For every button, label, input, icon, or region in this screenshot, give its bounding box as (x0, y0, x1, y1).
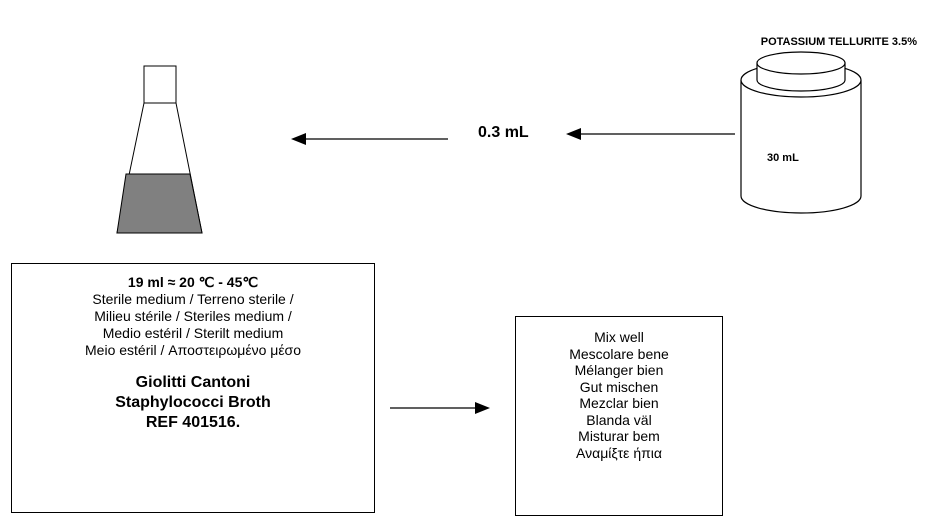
mix-instruction: Mélanger bien (574, 362, 664, 378)
transfer-volume-label: 0.3 mL (478, 124, 529, 141)
vial-icon (740, 51, 862, 214)
mix-instruction: Mix well (594, 329, 644, 345)
medium-description-line: Meio estéril / Αποστειρωμένο μέσο (85, 342, 301, 358)
mix-instruction: Αναμίξτε ήπια (576, 444, 662, 461)
medium-description-line: Sterile medium / Terreno sterile / (92, 291, 294, 307)
diagram-artwork (116, 51, 862, 414)
mix-instruction: Mescolare bene (569, 345, 669, 362)
medium-info-box: 19 ml ≈ 20 ℃ - 45℃ Sterile medium / Terr… (11, 263, 375, 513)
reagent-title: POTASSIUM TELLURITE 3.5% (760, 36, 917, 48)
temperature-label: 19 ml ≈ 20 ℃ - 45℃ (127, 274, 259, 290)
arrow-left-vial-icon (566, 128, 735, 140)
mix-instruction: Blanda väl (586, 411, 652, 428)
medium-description-line: Milieu stérile / Steriles medium / (94, 308, 292, 324)
mix-instruction: Mezclar bien (579, 395, 659, 411)
broth-fill (116, 173, 203, 234)
product-ref: REF 401516. (145, 414, 241, 431)
mix-instruction: Misturar bem (578, 428, 660, 444)
medium-description-line: Medio estéril / Sterilt medium (102, 325, 284, 341)
arrow-left-flask-icon (291, 133, 448, 145)
product-name: Staphylococci Broth (115, 394, 271, 411)
mix-instructions-box: Mix well Mescolare bene Mélanger bien Gu… (515, 316, 723, 516)
vial-volume-label: 30 mL (767, 152, 799, 164)
flask-icon (116, 65, 203, 234)
arrow-right-icon (390, 402, 490, 414)
mix-instruction: Gut mischen (579, 378, 659, 395)
product-name: Giolitti Cantoni (135, 374, 251, 391)
